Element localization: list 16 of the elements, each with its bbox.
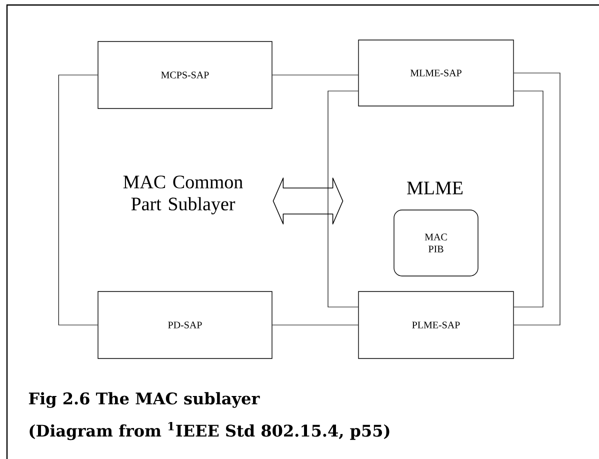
double-arrow: [272, 178, 344, 224]
connector-line: [514, 72, 560, 326]
access-point-box: MCPS-SAP: [98, 41, 272, 109]
access-point-box: PD-SAP: [98, 291, 272, 359]
layer-label: MAC Common Part Sublayer: [123, 176, 243, 214]
connector-line: [58, 74, 98, 326]
database-box: MAC PIB: [394, 210, 478, 276]
access-point-box: MLME-SAP: [358, 40, 514, 106]
connector-line: [272, 74, 358, 76]
access-point-box: PLME-SAP: [358, 291, 514, 359]
connector-line: [272, 324, 358, 326]
connector-line: [514, 90, 544, 308]
layer-label: MLME: [407, 182, 463, 194]
figure-title: Fig 2.6 The MAC sublayer: [28, 392, 260, 408]
connector-line: [328, 90, 358, 308]
figure-caption: (Diagram from $^{1}$IEEE Std 802.15.4, p55): [30, 422, 390, 440]
